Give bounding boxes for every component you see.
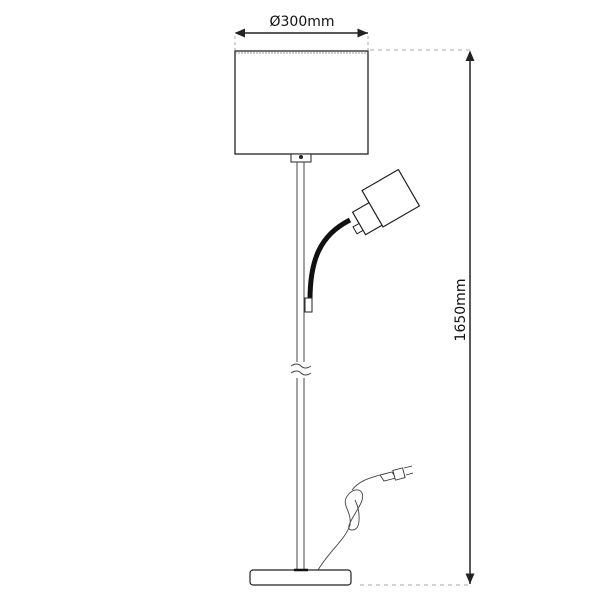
height-dimension: 1650mm — [360, 49, 475, 586]
spotlight-head — [351, 168, 421, 236]
drum-shade — [234, 50, 369, 163]
height-label: 1650mm — [453, 279, 469, 342]
base — [249, 568, 352, 586]
width-dimension: Ø300mm — [234, 14, 369, 50]
flexible-gooseneck-arm — [304, 217, 352, 313]
pole — [296, 162, 305, 569]
power-cord-with-plug — [317, 465, 414, 571]
shade-diameter-label: Ø300mm — [269, 14, 334, 30]
cut-break-mark — [290, 363, 312, 376]
